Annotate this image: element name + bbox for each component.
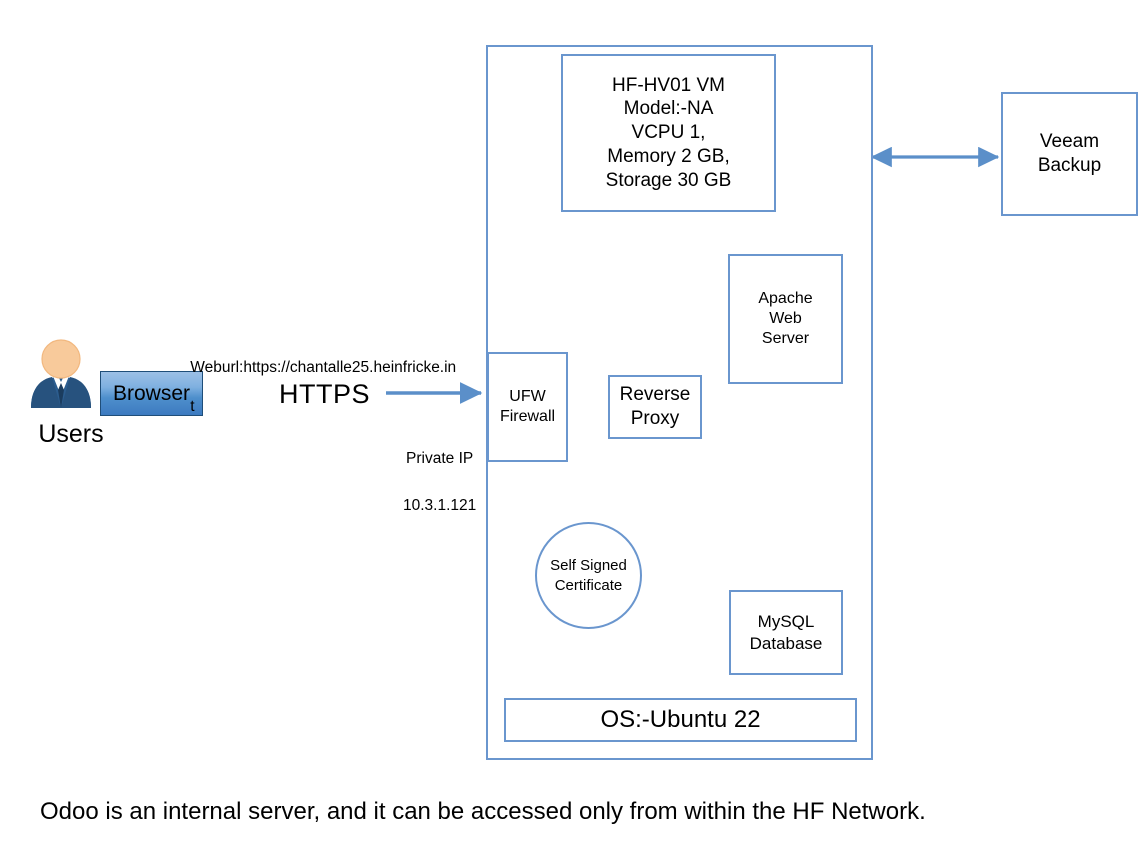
mysql-database-box[interactable]: MySQL Database <box>729 590 843 675</box>
vm-spec-line: Storage 30 GB <box>605 169 732 191</box>
vm-spec-box: HF-HV01 VM Model:-NA VCPU 1, Memory 2 GB… <box>561 54 776 212</box>
ufw-firewall-box[interactable]: UFW Firewall <box>487 352 568 462</box>
weburl-wrap-char: t <box>190 398 195 416</box>
self-signed-certificate-circle[interactable]: Self Signed Certificate <box>535 522 642 629</box>
vm-spec-line: Memory 2 GB, <box>607 145 730 167</box>
diagram-caption: Odoo is an internal server, and it can b… <box>40 798 926 825</box>
reverse-proxy-box[interactable]: Reverse Proxy <box>608 375 702 439</box>
apache-web-server-box[interactable]: Apache Web Server <box>728 254 843 384</box>
https-label: HTTPS <box>279 379 371 409</box>
browser-box[interactable]: Browser <box>100 371 203 416</box>
vm-spec-line: HF-HV01 VM <box>612 74 725 96</box>
os-box: OS:-Ubuntu 22 <box>504 698 857 742</box>
private-ip-title: Private IP <box>406 450 474 468</box>
private-ip-value: 10.3.1.121 <box>402 496 477 514</box>
vm-spec-line: Model:-NA <box>623 98 714 120</box>
weburl-label: Weburl:https://chantalle25.heinfricke.in… <box>173 339 478 436</box>
user-avatar-icon <box>31 339 91 408</box>
veeam-backup-box[interactable]: Veeam Backup <box>1001 92 1138 216</box>
users-label: Users <box>38 420 104 448</box>
weburl-text: Weburl:https://chantalle25.heinfricke.in <box>190 359 457 377</box>
private-ip-label: Private IP 10.3.1.121 <box>376 424 486 540</box>
vm-spec-line: VCPU 1, <box>631 122 706 144</box>
